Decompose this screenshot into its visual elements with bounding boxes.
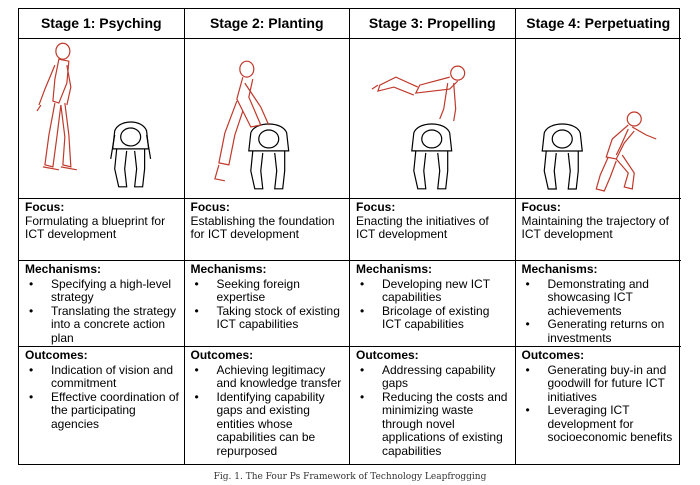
list-item: Generating returns on investments [522, 317, 678, 345]
focus-label: Focus: [356, 200, 396, 214]
focus-text: Enacting the initiatives of ICT developm… [356, 213, 489, 241]
outcomes-label: Outcomes: [356, 348, 419, 362]
stage-3-title: Stage 3: Propelling [350, 9, 515, 39]
outcomes-label: Outcomes: [190, 348, 254, 362]
focus-label: Focus: [25, 200, 65, 214]
focus-label: Focus: [190, 200, 230, 214]
list-item: Translating the strategy into a concrete… [25, 304, 180, 346]
stage-3-focus: Focus: Enacting the initiatives of ICT d… [350, 199, 515, 261]
list-item: Taking stock of existing ICT capabilitie… [191, 304, 346, 332]
list-item: Seeking foreign expertise [191, 277, 346, 305]
outcomes-label: Outcomes: [25, 348, 88, 362]
list-item: Indication of vision and commitment [25, 363, 180, 391]
list-item: Specifying a high-level strategy [25, 277, 180, 305]
figure-caption: Fig. 1. The Four Ps Framework of Technol… [213, 472, 487, 482]
stage-2-column: Stage 2: Planting Focus: [184, 9, 350, 464]
stage-1-outcomes: Outcomes: Indication of vision and commi… [19, 347, 184, 464]
list-item: Generating buy-in and goodwill for futur… [522, 363, 678, 405]
list-item: Effective coordination of the participat… [25, 390, 180, 432]
focus-text: Formulating a blueprint for ICT developm… [25, 213, 166, 241]
list-item: Reducing the costs and minimizing waste … [356, 390, 511, 459]
stage-3-outcomes: Outcomes: Addressing capability gaps Red… [350, 347, 515, 464]
mechanisms-label: Mechanisms: [521, 262, 598, 276]
stage-1-figure [19, 39, 184, 199]
stage-4-mechanisms: Mechanisms: Demonstrating and showcasing… [515, 261, 681, 347]
list-item: Bricolage of existing ICT capabilities [356, 304, 511, 332]
focus-text: Maintaining the trajectory of ICT develo… [521, 213, 669, 241]
stage-4-column: Stage 4: Perpetuating Focus: [515, 9, 682, 464]
stage-4-figure [515, 39, 681, 199]
list-item: Achieving legitimacy and knowledge trans… [191, 363, 346, 391]
stage-3-mechanisms: Mechanisms: Developing new ICT capabilit… [350, 261, 515, 347]
mechanisms-label: Mechanisms: [190, 262, 267, 276]
outcomes-label: Outcomes: [521, 348, 585, 362]
stage-1-focus: Focus: Formulating a blueprint for ICT d… [19, 199, 184, 261]
framework-table: Stage 1: Psyching [18, 8, 682, 465]
stage-1-mechanisms: Mechanisms: Specifying a high-level stra… [19, 261, 184, 347]
list-item: Addressing capability gaps [356, 363, 511, 391]
stage-2-outcomes: Outcomes: Achieving legitimacy and knowl… [185, 347, 350, 464]
planting-illustration [213, 60, 289, 190]
propelling-illustration [371, 65, 466, 190]
stage-2-title: Stage 2: Planting [184, 9, 349, 39]
mechanisms-label: Mechanisms: [25, 262, 102, 276]
list-item: Demonstrating and showcasing ICT achieve… [522, 277, 678, 319]
stage-4-title: Stage 4: Perpetuating [515, 9, 681, 39]
stage-4-focus: Focus: Maintaining the trajectory of ICT… [515, 199, 681, 261]
stage-4-outcomes: Outcomes: Generating buy-in and goodwill… [516, 347, 682, 464]
stage-2-mechanisms: Mechanisms: Seeking foreign expertise Ta… [184, 261, 349, 347]
perpetuating-illustration [541, 111, 656, 192]
focus-text: Establishing the foundation for ICT deve… [190, 213, 335, 241]
stage-1-column: Stage 1: Psyching [19, 9, 185, 464]
focus-label: Focus: [521, 200, 561, 214]
stage-2-figure [184, 39, 349, 199]
psyching-illustration [36, 42, 152, 188]
list-item: Developing new ICT capabilities [356, 277, 511, 305]
mechanisms-label: Mechanisms: [356, 262, 433, 276]
stage-3-column: Stage 3: Propelling Focus: [350, 9, 516, 464]
list-item: Identifying capability gaps and existing… [191, 390, 346, 459]
stage-2-focus: Focus: Establishing the foundation for I… [184, 199, 349, 261]
list-item: Leveraging ICT development for socioecon… [522, 403, 678, 445]
stage-3-figure [350, 39, 515, 199]
stage-1-title: Stage 1: Psyching [19, 9, 184, 39]
